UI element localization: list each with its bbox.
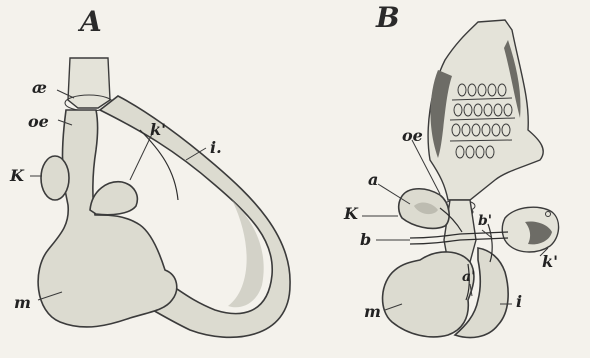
panel-b-stomach: [383, 252, 474, 337]
panel-b-crop: [428, 20, 543, 200]
panel-b-letter: B: [376, 4, 400, 32]
panel-a-label-k-prime: k': [150, 122, 166, 138]
panel-a-label-ae: æ: [32, 80, 47, 96]
panel-a-label-oe: oe: [28, 114, 49, 130]
panel-a-esophagus: [68, 58, 110, 108]
panel-a-bulge-k: [41, 156, 69, 200]
panel-b-label-i: i: [516, 294, 522, 310]
panel-a-sac-k-prime: [90, 182, 137, 215]
panel-b-label-k: K: [344, 206, 358, 222]
panel-b-label-b: b: [360, 232, 371, 248]
panel-b-label-oe: oe: [402, 128, 423, 144]
panel-a-label-i: i.: [210, 140, 222, 156]
panel-b-label-k-prime: k': [542, 254, 558, 270]
panel-a-stomach: [38, 110, 177, 327]
panel-b-label-m: m: [364, 304, 381, 320]
panel-a-drawing: [38, 58, 290, 337]
panel-a-label-m: m: [14, 295, 31, 311]
panel-b-label-a-prime: a': [462, 270, 475, 284]
panel-a-label-k: K: [10, 168, 24, 184]
panel-b-label-a: a: [368, 172, 378, 188]
panel-b-label-b-prime: b': [478, 214, 492, 228]
panel-a-letter: A: [80, 8, 102, 36]
